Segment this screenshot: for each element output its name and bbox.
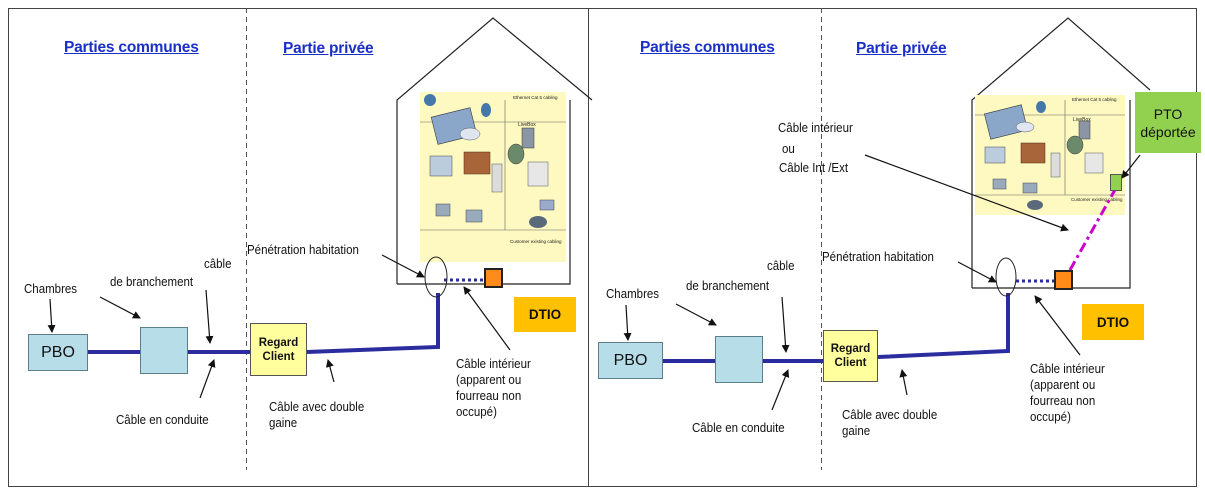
- home-network-illustration: Ethernet Cat 5 cabling LiveBox Customer …: [975, 95, 1125, 215]
- cable-double-gaine: [306, 293, 440, 354]
- label-cable-int-ext-3: Câble Int /Ext: [779, 161, 849, 175]
- home-network-illustration: Ethernet Cat 5 cabling LiveBox Customer …: [420, 92, 566, 262]
- label-cable-int-ext-1: Câble intérieur: [778, 121, 853, 135]
- label-cable-int-ext-2: ou: [782, 142, 795, 156]
- label-cable-interieur-1: Câble intérieur: [1030, 362, 1105, 376]
- regard-line-1: Regard: [830, 343, 871, 355]
- picture-label-ethernet: Ethernet Cat 5 cabling: [1072, 97, 1117, 102]
- pto-line-2: déportée: [1140, 123, 1196, 140]
- dtio-square: [484, 268, 503, 288]
- label-penetration: Pénétration habitation: [247, 243, 359, 257]
- label-cable-interieur-1: Câble intérieur: [456, 357, 531, 371]
- label-cable-double-2: gaine: [842, 424, 871, 438]
- label-cable-double-1: Câble avec double: [842, 408, 938, 422]
- pbo-box: PBO: [598, 342, 663, 379]
- heading-parties-communes: Parties communes: [640, 39, 775, 56]
- picture-label-livebox: LiveBox: [1073, 117, 1091, 123]
- pto-square: [1110, 174, 1122, 191]
- label-chambres: Chambres: [606, 287, 660, 301]
- label-cable: câble: [767, 259, 795, 273]
- picture-label-ethernet: Ethernet Cat 5 cabling: [513, 95, 558, 100]
- outer-frame: [8, 8, 1197, 487]
- picture-label-livebox: LiveBox: [518, 122, 536, 128]
- cable-int-ext-dashed: [1068, 187, 1118, 271]
- label-cable: câble: [204, 257, 232, 271]
- penetration-ellipse: [424, 256, 448, 298]
- penetration-ellipse: [995, 257, 1017, 297]
- regard-line-2: Client: [262, 350, 295, 363]
- label-penetration: Pénétration habitation: [822, 250, 934, 264]
- label-cable-double-1: Câble avec double: [269, 400, 365, 414]
- label-cable-interieur-4: occupé): [456, 405, 497, 419]
- heading-partie-privee: Partie privée: [856, 40, 947, 57]
- label-cable-interieur-3: fourreau non: [1030, 394, 1096, 408]
- picture-label-customer-cabling: Customer existing cabling: [510, 239, 562, 244]
- pbo-box: PBO: [28, 334, 88, 371]
- label-cable-double-2: gaine: [269, 416, 298, 430]
- regard-client-box: Regard Client: [250, 323, 307, 376]
- home-network-graphic: [975, 100, 1125, 210]
- heading-partie-privee: Partie privée: [283, 40, 374, 57]
- label-cable-interieur-2: (apparent ou: [1030, 378, 1096, 392]
- regard-line-1: Regard: [258, 336, 299, 349]
- pto-line-1: PTO: [1153, 105, 1183, 122]
- chambre-box: [715, 336, 763, 383]
- dtio-label-box: DTIO: [514, 297, 576, 332]
- label-chambres: Chambres: [24, 282, 78, 296]
- regard-client-box: Regard Client: [823, 330, 878, 382]
- label-de-branchement: de branchement: [686, 279, 770, 293]
- chambre-box: [140, 327, 188, 374]
- dtio-label-box: DTIO: [1082, 304, 1144, 340]
- label-cable-en-conduite: Câble en conduite: [116, 413, 209, 427]
- cable-double-gaine: [877, 293, 1010, 359]
- label-cable-en-conduite: Câble en conduite: [692, 421, 785, 435]
- regard-line-2: Client: [834, 357, 867, 369]
- label-cable-interieur-2: (apparent ou: [456, 373, 522, 387]
- home-network-graphic: [420, 94, 566, 231]
- picture-label-customer-cabling: Customer existing cabling: [1071, 197, 1123, 202]
- pto-deportee-box: PTO déportée: [1135, 92, 1201, 153]
- dtio-square: [1054, 270, 1073, 290]
- heading-parties-communes: Parties communes: [64, 39, 199, 56]
- label-cable-interieur-3: fourreau non: [456, 389, 522, 403]
- label-cable-interieur-4: occupé): [1030, 410, 1071, 424]
- label-de-branchement: de branchement: [110, 275, 194, 289]
